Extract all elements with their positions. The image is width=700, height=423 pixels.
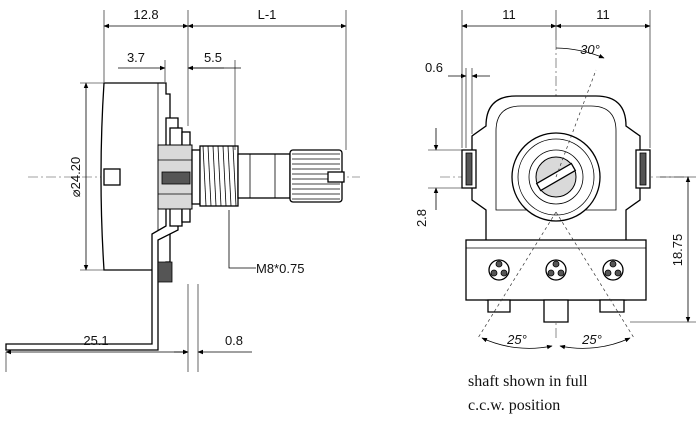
dim-terminal-angle-right: 25° bbox=[581, 332, 602, 347]
side-threaded-bushing bbox=[199, 145, 239, 207]
front-terminal-pins bbox=[487, 299, 625, 323]
caption-line-1: shaft shown in full bbox=[468, 373, 588, 390]
dim-bushing-offset: 3.7 bbox=[127, 50, 145, 65]
dim-terminal-height: 18.75 bbox=[670, 234, 685, 267]
dim-slot-angle: 30° bbox=[580, 42, 600, 57]
front-terminal-left bbox=[488, 259, 510, 281]
dim-diameter: ⌀24.20 bbox=[68, 157, 83, 197]
dim-shaft-length: L-1 bbox=[258, 7, 277, 22]
dim-thread-spec: M8*0.75 bbox=[256, 261, 304, 276]
dim-tab-width: 0.6 bbox=[425, 60, 443, 75]
front-terminal-right bbox=[602, 259, 624, 281]
dim-bracket-length: 25.1 bbox=[83, 333, 108, 348]
dim-half-width-left: 11 bbox=[502, 7, 516, 22]
side-washer bbox=[191, 149, 201, 205]
dim-terminal-angle-left: 25° bbox=[506, 332, 527, 347]
caption-line-2: c.c.w. position bbox=[468, 397, 560, 414]
side-shaft bbox=[237, 153, 291, 199]
dim-half-width-right: 11 bbox=[596, 7, 610, 22]
dim-body-depth: 12.8 bbox=[133, 7, 158, 22]
side-foot bbox=[157, 261, 173, 283]
front-shaft-ring bbox=[528, 149, 584, 205]
side-view: 12.8 L-1 3.7 5.5 ⌀24.20 M8*0.75 25.1 0.8 bbox=[5, 7, 360, 372]
dim-tab-height: 2.8 bbox=[414, 209, 429, 227]
side-knurled-shaft-end bbox=[289, 149, 345, 203]
dim-bracket-thickness: 0.8 bbox=[225, 333, 243, 348]
dim-thread-length: 5.5 bbox=[204, 50, 222, 65]
front-terminal-middle bbox=[545, 259, 567, 281]
front-view: 30° 11 11 0.6 2.8 18.75 25° 25° bbox=[414, 7, 696, 414]
side-rear-stub bbox=[103, 168, 121, 186]
